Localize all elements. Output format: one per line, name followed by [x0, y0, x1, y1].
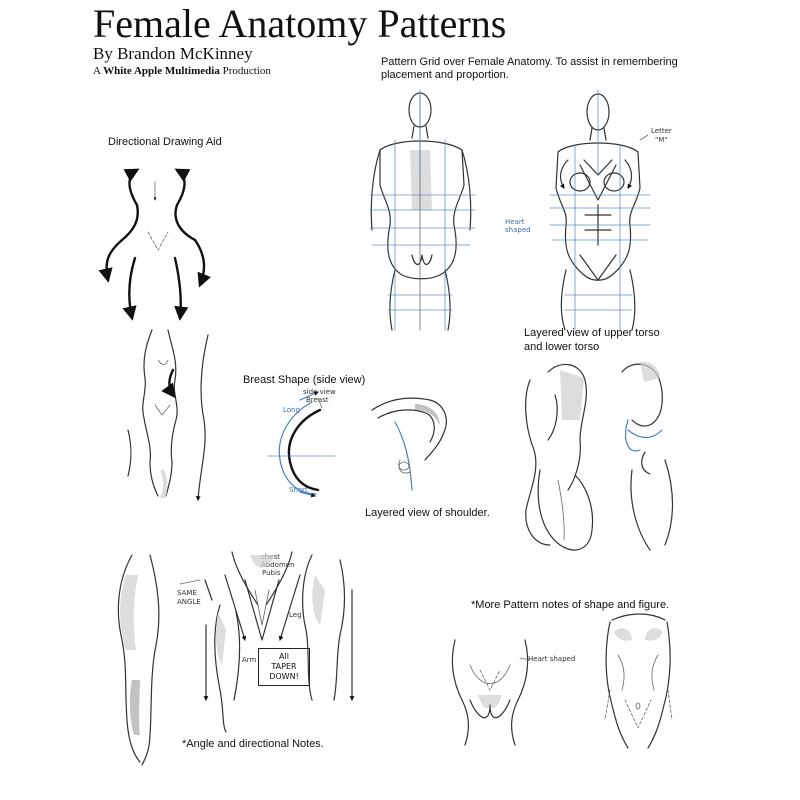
note-heart-shaped: Heart shaped — [528, 655, 576, 663]
layered-torso-view — [525, 361, 674, 551]
all-taper-down-box: All TAPER DOWN! — [258, 648, 310, 686]
note-heart-grid: Heart — [505, 218, 525, 226]
note-leg: Leg — [289, 611, 302, 619]
production-line: A White Apple Multimedia Production — [93, 64, 271, 78]
caption-directional-aid: Directional Drawing Aid — [108, 136, 222, 148]
directional-drawing-aid — [98, 168, 211, 321]
note-abdomen: Abdomen — [261, 561, 295, 569]
more-pattern-notes-sketches — [451, 613, 673, 749]
author-line: By Brandon McKinney — [93, 44, 253, 63]
angle-notes-sketches — [117, 551, 355, 766]
pattern-grid-front-view — [549, 89, 651, 331]
note-side-view-breast: Breast — [306, 396, 329, 404]
note-angle: ANGLE — [177, 598, 201, 606]
note-same: SAME — [177, 589, 197, 597]
note-long: Long — [283, 406, 300, 414]
pattern-grid-back-view — [369, 89, 476, 331]
breast-shape-side-view — [267, 391, 336, 498]
production-name: White Apple Multimedia — [103, 65, 220, 77]
note-side-view: side view — [303, 388, 336, 396]
note-arm: Arm — [242, 656, 257, 664]
note-heart-grid-2: shaped — [505, 226, 531, 234]
production-suffix: Production — [222, 65, 271, 77]
layered-shoulder-view — [371, 397, 447, 491]
note-down: DOWN! — [269, 672, 299, 681]
caption-more-notes: *More Pattern notes of shape and figure. — [471, 599, 670, 611]
caption-layered-shoulder: Layered view of shoulder. — [365, 507, 490, 519]
caption-pattern-grid-line2: placement and proportion. — [381, 69, 509, 81]
note-pubis: Pubis — [262, 569, 281, 577]
note-all: All — [279, 652, 289, 661]
page-title: Female Anatomy Patterns — [93, 1, 507, 46]
caption-breast-shape: Breast Shape (side view) — [243, 374, 366, 386]
note-taper: TAPER — [271, 662, 297, 671]
standing-figure-sketch — [127, 329, 209, 501]
note-letter-m: "M" — [655, 136, 668, 144]
note-letter: Letter — [651, 127, 672, 135]
caption-layered-torso-line2: and lower torso — [524, 341, 600, 353]
caption-layered-torso: Layered view of upper torso — [524, 327, 660, 339]
caption-pattern-grid: Pattern Grid over Female Anatomy. To ass… — [381, 56, 678, 68]
caption-angle-notes: *Angle and directional Notes. — [182, 738, 324, 750]
production-prefix: A — [93, 65, 101, 77]
